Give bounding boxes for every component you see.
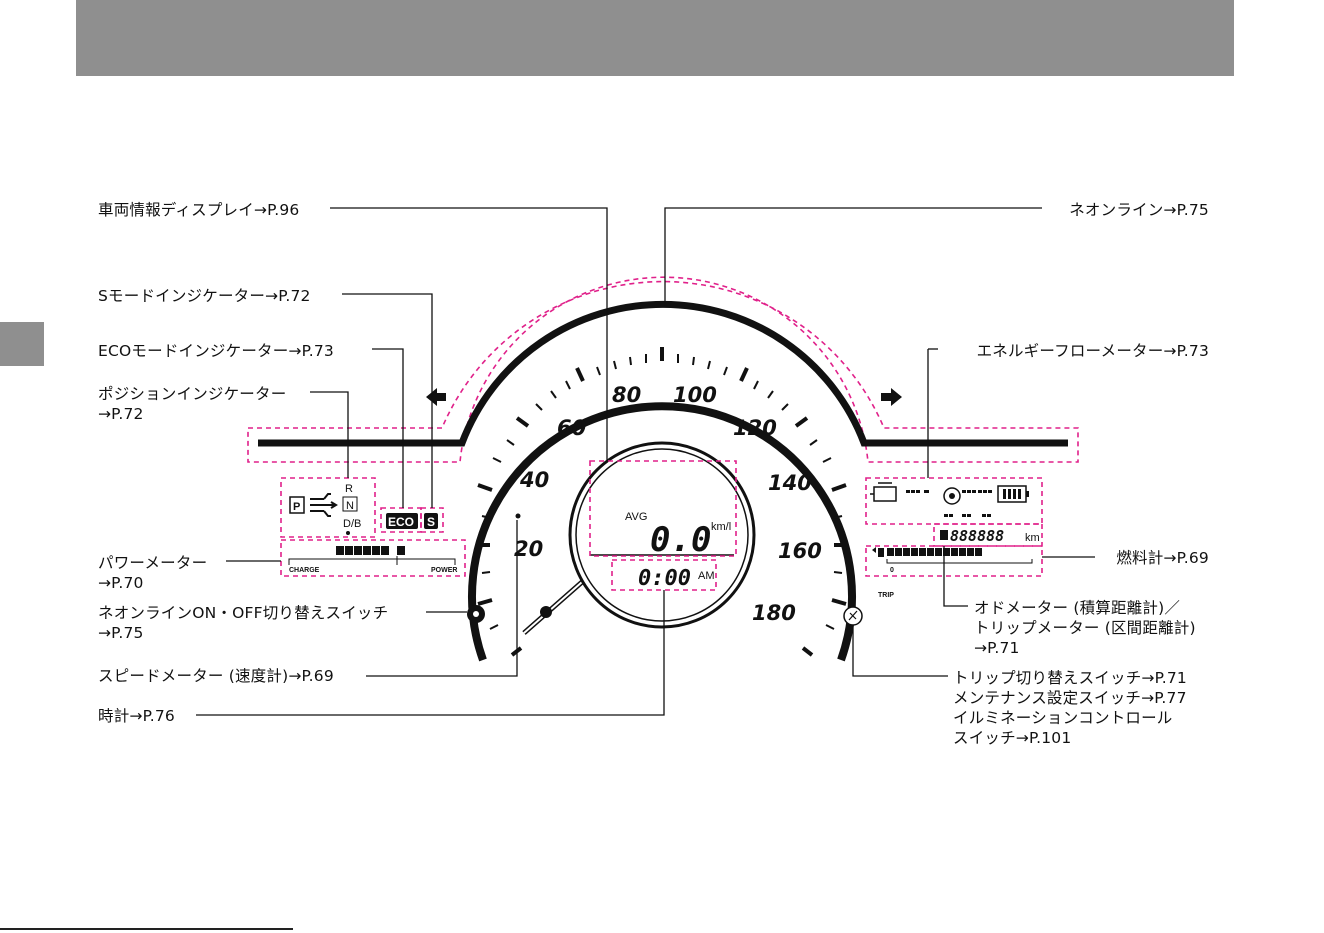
- speed-label-120: 120: [733, 416, 777, 440]
- header-band: [76, 0, 1234, 76]
- speed-label-100: 100: [673, 383, 717, 407]
- speed-label-40: 40: [519, 468, 549, 492]
- label-position-indicator: ポジションインジケーター: [98, 385, 287, 403]
- trip-mark-icon: [940, 530, 948, 540]
- speedometer-needle: [515, 513, 592, 635]
- neon-line-switch-center: [473, 611, 479, 617]
- gear-p-box: [289, 496, 305, 514]
- gear-p: P: [293, 501, 300, 513]
- neon-line: [258, 300, 1068, 447]
- gear-db: D/B: [343, 518, 361, 530]
- engine-icon: [870, 482, 897, 502]
- vehicle-info-display-highlight: [589, 460, 737, 557]
- turn-signal-left-icon: [426, 388, 446, 406]
- odometer-value: 888888: [950, 527, 1004, 545]
- fuel-gauge-scale: [886, 559, 1033, 564]
- clock-value: 0:00: [638, 566, 691, 591]
- gear-n: N: [346, 500, 354, 512]
- power-meter-scale: [288, 558, 456, 565]
- label-odometer-page: →P.71: [974, 639, 1020, 657]
- clock-ampm: AM: [698, 570, 715, 582]
- chapter-tab: [0, 322, 44, 366]
- gear-arrows-icon: [310, 493, 338, 517]
- speed-label-160: 160: [778, 539, 822, 563]
- power-meter-bars: [336, 546, 405, 555]
- speedometer-minor-ticks: [481, 354, 843, 630]
- wheel-icon-hub: [949, 493, 955, 499]
- label-neon-line: ネオンライン→P.75: [1069, 201, 1209, 219]
- odometer-unit: km: [1025, 532, 1040, 544]
- eco-badge-bg: [386, 513, 418, 529]
- turn-signal-right-icon: [881, 388, 902, 406]
- speedometer-outer-arc: [468, 402, 856, 662]
- fuel-pump-icon: [872, 547, 884, 557]
- label-odometer: オドメーター (積算距離計)／: [974, 599, 1181, 617]
- label-maintenance-switch: メンテナンス設定スイッチ→P.77: [953, 689, 1187, 707]
- label-eco-mode-indicator: ECOモードインジケーター→P.73: [98, 342, 334, 360]
- leader-lines-right: [664, 207, 1095, 677]
- label-neon-switch: ネオンラインON・OFF切り替えスイッチ: [98, 604, 389, 622]
- eco-badge: ECO: [388, 515, 414, 529]
- fuel-gauge-highlight: [865, 545, 1043, 577]
- label-neon-switch-page: →P.75: [98, 624, 144, 642]
- power-charge-label: CHARGE: [289, 567, 320, 574]
- energy-flow-dots: [906, 490, 992, 517]
- gear-r: R: [345, 483, 353, 495]
- center-display-inner-ring: [575, 448, 749, 622]
- speed-label-20: 20: [514, 537, 543, 561]
- s-badge: S: [427, 515, 435, 529]
- label-position-indicator-page: →P.72: [98, 405, 144, 423]
- label-vehicle-info-display: 車両情報ディスプレイ→P.96: [98, 201, 300, 219]
- wheel-icon: [943, 487, 961, 505]
- gear-n-box: [342, 496, 358, 512]
- avg-label: AVG: [625, 511, 647, 523]
- avg-fuel-unit: km/l: [711, 521, 731, 533]
- speed-label-180: 180: [752, 601, 796, 625]
- label-tripmeter: トリップメーター (区間距離計): [974, 619, 1196, 637]
- speedometer-pointer-dot: [515, 513, 521, 519]
- speed-label-60: 60: [557, 416, 586, 440]
- label-power-meter: パワーメーター: [98, 554, 208, 572]
- label-fuel-gauge: 燃料計→P.69: [1116, 549, 1209, 567]
- gear-dot: [346, 531, 350, 535]
- speedometer-ticks: [476, 347, 848, 657]
- fuel-zero-label: 0: [890, 567, 894, 574]
- trip-switch-icon: [848, 610, 858, 621]
- power-meter-highlight: [280, 539, 466, 577]
- power-power-label: POWER: [431, 567, 457, 574]
- clock-highlight: [611, 559, 717, 591]
- label-energy-flow-meter: エネルギーフローメーター→P.73: [976, 342, 1209, 360]
- label-illumination-switch-page: スイッチ→P.101: [953, 729, 1072, 747]
- battery-icon: [997, 485, 1029, 503]
- label-s-mode-indicator: Sモードインジケーター→P.72: [98, 287, 311, 305]
- avg-fuel-value: 0.0: [650, 520, 711, 560]
- label-speedometer: スピードメーター (速度計)→P.69: [98, 667, 334, 685]
- s-badge-bg: [424, 513, 438, 529]
- label-power-meter-page: →P.70: [98, 574, 144, 592]
- label-illumination-control: イルミネーションコントロール: [953, 709, 1173, 727]
- trip-label: TRIP: [878, 592, 894, 599]
- speed-label-80: 80: [612, 383, 641, 407]
- fuel-gauge-bars: [887, 548, 982, 556]
- center-display-bezel: [568, 441, 756, 629]
- label-clock: 時計→P.76: [98, 707, 175, 725]
- neon-line-highlight: [247, 276, 1079, 463]
- leader-lines-left: [196, 207, 665, 716]
- position-indicator-highlight: [280, 477, 376, 538]
- speed-label-140: 140: [768, 471, 812, 495]
- label-trip-switch: トリップ切り替えスイッチ→P.71: [953, 669, 1187, 687]
- eco-indicator-highlight: [380, 507, 422, 533]
- footer-rule: [0, 928, 293, 930]
